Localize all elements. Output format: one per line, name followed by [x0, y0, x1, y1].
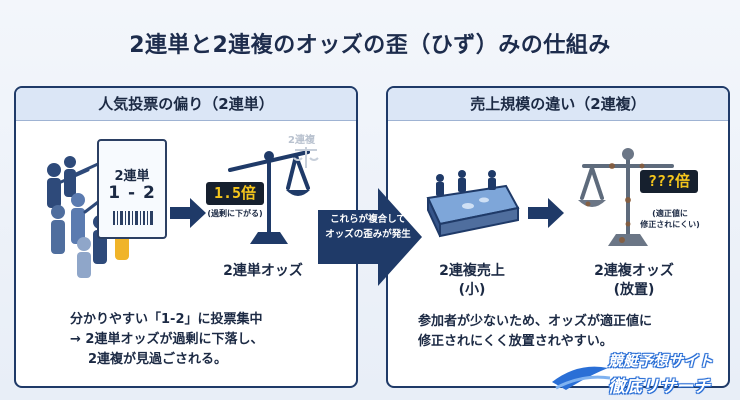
- left-description-line1: 分かりやすい「1-2」に投票集中: [70, 312, 263, 327]
- logo-text-line2: 徹底リサーチ: [608, 377, 710, 397]
- barcode-icon: [113, 211, 153, 225]
- ticket-bet-type: 2連単: [114, 169, 150, 184]
- ghost-scale-icon: [293, 147, 319, 168]
- arrow-right-icon: [170, 198, 206, 228]
- right-panel-header: 売上規模の違い（2連複）: [388, 88, 728, 121]
- rusty-scale-icon: [578, 148, 674, 246]
- betting-ticket: 2連単 1 - 2: [97, 139, 167, 239]
- left-description-line2: → 2連単オッズが過剰に下落し、: [70, 332, 264, 347]
- center-arrow-text-line2: オッズの歪みが発生: [325, 229, 411, 240]
- right-panel: 売上規模の違い（2連複）: [386, 86, 730, 388]
- right-description-line2: 修正されにくく放置されやすい。: [418, 334, 613, 349]
- exacta-odds-label: 2連単オッズ: [223, 263, 303, 279]
- arrow-right-icon: [528, 198, 564, 228]
- center-arrow-icon: [318, 188, 422, 286]
- pool-label: 2連複売上: [439, 263, 505, 279]
- boat-logo-icon: [552, 366, 611, 390]
- balance-scale-icon: [228, 150, 310, 244]
- odds-note: (過剰に下がる): [207, 209, 263, 218]
- site-logo: 競艇予想サイト 徹底リサーチ: [548, 348, 738, 398]
- left-panel-header: 人気投票の偏り（2連単）: [16, 88, 356, 121]
- right-description-line1: 参加者が少ないため、オッズが適正値に: [418, 314, 653, 329]
- odds-note-line1: (適正値に: [652, 209, 688, 218]
- odds-display: 1.5倍: [206, 182, 264, 205]
- logo-text-line1: 競艇予想サイト: [608, 352, 714, 370]
- quinella-odds-label: 2連複オッズ: [594, 263, 674, 279]
- ghost-label: 2連複: [288, 135, 315, 146]
- odds-display-unknown: ???倍: [640, 170, 698, 193]
- pool-size-label: (小): [458, 282, 486, 298]
- left-description-line3: 2連複が見過ごされる。: [88, 352, 228, 367]
- small-pool-icon: [426, 170, 520, 238]
- odds-note-line2: 修正されにくい): [640, 220, 700, 229]
- page-title: 2連単と2連複のオッズの歪（ひず）みの仕組み: [129, 33, 611, 58]
- ticket-combination: 1 - 2: [108, 183, 156, 203]
- center-arrow-text-line1: これらが複合して: [330, 214, 406, 225]
- quinella-odds-status: (放置): [613, 282, 655, 298]
